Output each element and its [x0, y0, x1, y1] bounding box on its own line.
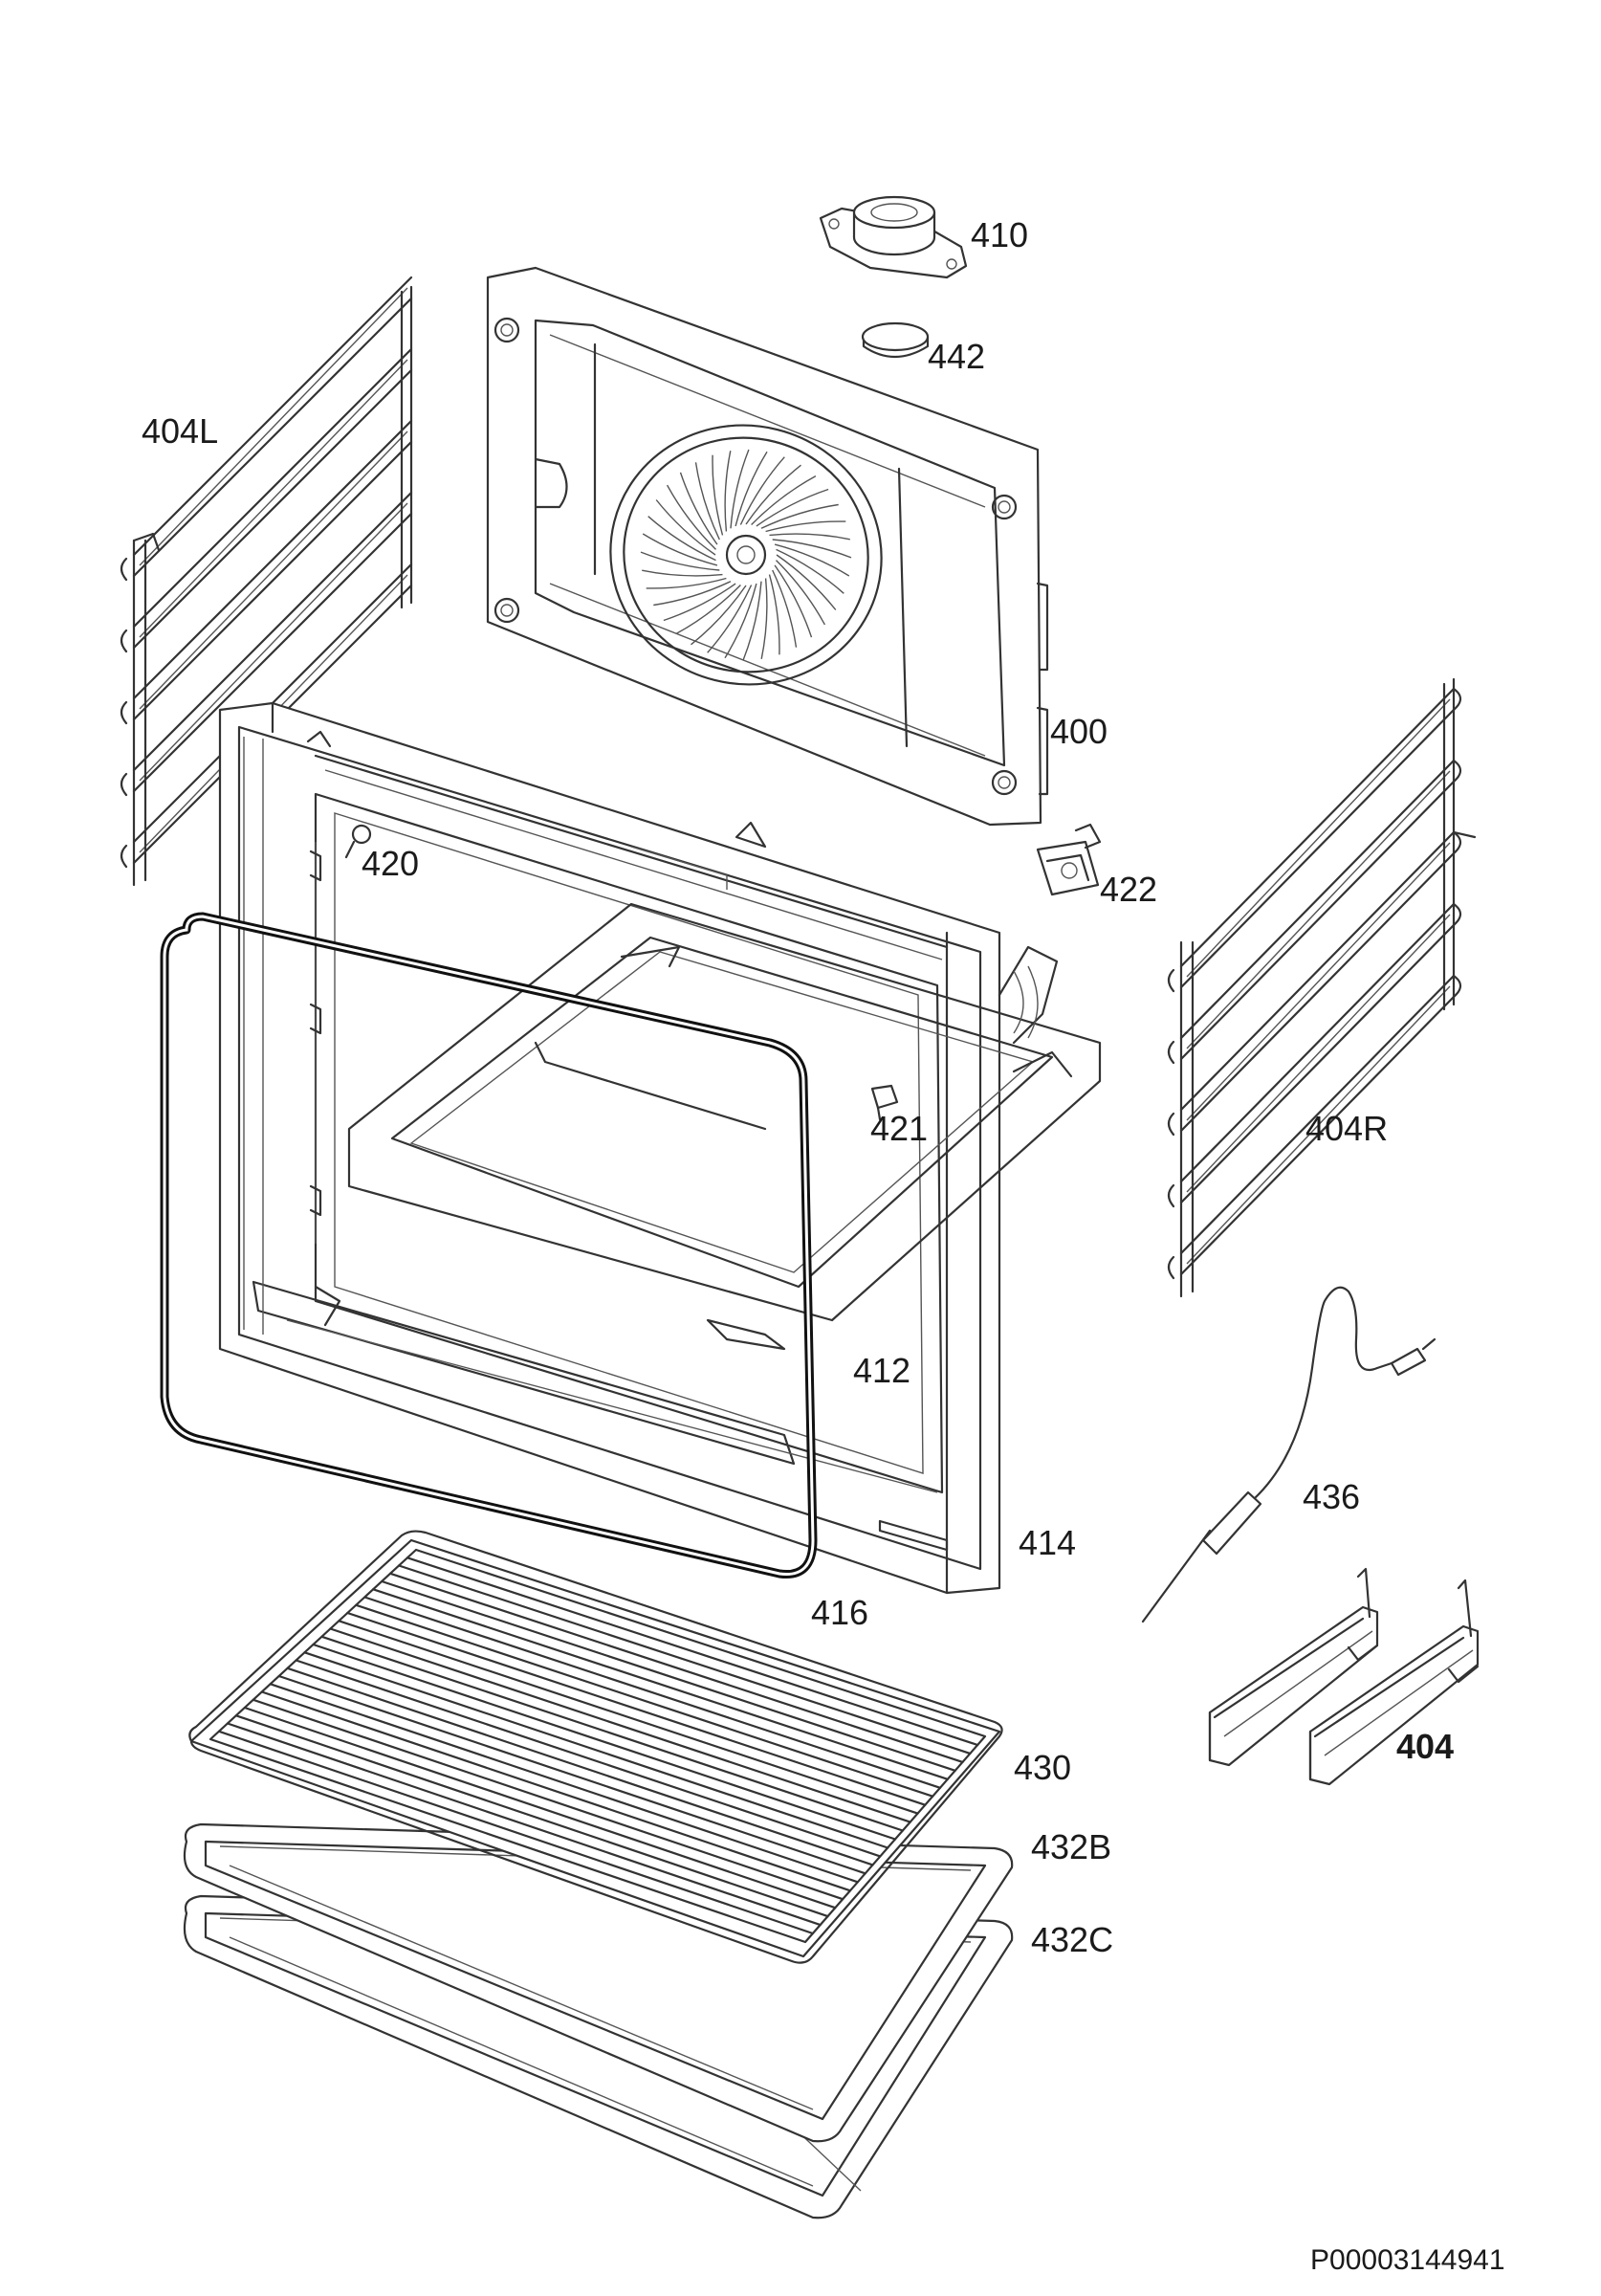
disc-442 [861, 321, 930, 358]
thermal-cutout-410 [819, 195, 968, 279]
label-432C: 432C [1031, 1920, 1113, 1959]
label-404R: 404R [1305, 1109, 1388, 1148]
screw-421 [870, 1084, 899, 1121]
oven-cavity-414 [218, 701, 1102, 1595]
label-404: 404 [1396, 1727, 1454, 1766]
meat-probe-436 [1141, 1286, 1437, 1623]
side-rack-404L [120, 276, 413, 887]
label-412: 412 [853, 1351, 910, 1390]
telescopic-runners-404 [1208, 1567, 1480, 1786]
label-422: 422 [1100, 870, 1157, 909]
drawing-code: P00003144941 [1310, 2244, 1505, 2276]
side-rack-404R [1167, 677, 1477, 1298]
label-404L: 404L [142, 411, 218, 451]
label-430: 430 [1014, 1748, 1071, 1787]
wire-shelf-430 [188, 1530, 1003, 1964]
rear-panel-400 [486, 266, 1049, 827]
label-414: 414 [1019, 1523, 1076, 1562]
label-410: 410 [971, 215, 1028, 254]
door-gasket-416 [160, 912, 818, 1579]
screw-420 [344, 824, 372, 859]
label-432B: 432B [1031, 1827, 1111, 1866]
lamp-holder-422 [1036, 823, 1102, 896]
label-420: 420 [362, 844, 419, 883]
label-436: 436 [1303, 1477, 1360, 1516]
label-400: 400 [1050, 712, 1108, 751]
label-442: 442 [928, 337, 985, 376]
label-421: 421 [870, 1109, 928, 1148]
label-416: 416 [811, 1593, 868, 1632]
